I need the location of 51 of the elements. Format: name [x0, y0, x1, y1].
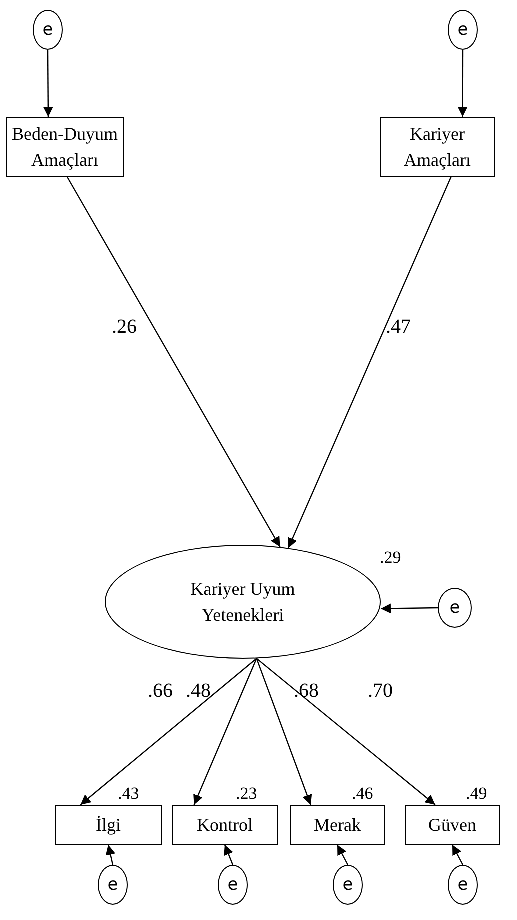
variable-box [55, 805, 162, 845]
node-label: e [108, 874, 118, 897]
arrow [106, 844, 116, 866]
variable-box [380, 117, 495, 177]
node-label: Kontrol [197, 814, 253, 837]
node-label: İlgi [96, 814, 121, 837]
variable-box [6, 117, 124, 177]
arrow [256, 658, 312, 806]
node-label: Beden-Duyum Amaçları [11, 122, 119, 172]
node-label: e [342, 874, 354, 897]
arrow [381, 604, 438, 614]
node-label: e [458, 18, 468, 42]
arrow [288, 176, 452, 548]
arrow [224, 844, 234, 866]
arrow [194, 658, 258, 806]
node-label: Güven [428, 814, 476, 837]
error-term-ellipse [448, 10, 478, 50]
error-term-ellipse [98, 865, 128, 905]
node-label: e [450, 596, 460, 620]
variance-label: .46 [352, 784, 374, 804]
arrow [256, 658, 436, 806]
error-term-ellipse [33, 10, 63, 50]
variance-label: .29 [380, 548, 402, 568]
variance-label: .43 [118, 784, 140, 804]
edge-label: .66 [148, 680, 173, 703]
error-term-ellipse [438, 588, 472, 628]
arrow [80, 658, 258, 806]
arrow [66, 176, 281, 548]
variable-box [405, 805, 500, 845]
node-label: e [42, 18, 54, 42]
error-term-ellipse [218, 865, 248, 905]
node-label: Kariyer Amaçları [403, 122, 472, 172]
error-term-ellipse [448, 865, 478, 905]
node-label: Merak [314, 814, 361, 837]
edge-label: .47 [386, 316, 411, 339]
arrow [336, 844, 349, 866]
edge-label: .26 [112, 316, 137, 339]
variable-box [290, 805, 385, 845]
node-label: e [458, 874, 468, 897]
variance-label: .49 [466, 784, 488, 804]
variance-label: .23 [236, 784, 258, 804]
edge-label: .70 [368, 680, 393, 703]
edge-label: .48 [186, 680, 211, 703]
arrow [458, 50, 468, 117]
error-term-ellipse [333, 865, 363, 905]
variable-box [172, 805, 278, 845]
arrow [452, 844, 464, 866]
edge-label: .68 [294, 680, 319, 703]
arrow [43, 50, 54, 117]
node-label: e [228, 874, 238, 897]
node-label: Kariyer Uyum Yetenekleri [190, 578, 296, 627]
